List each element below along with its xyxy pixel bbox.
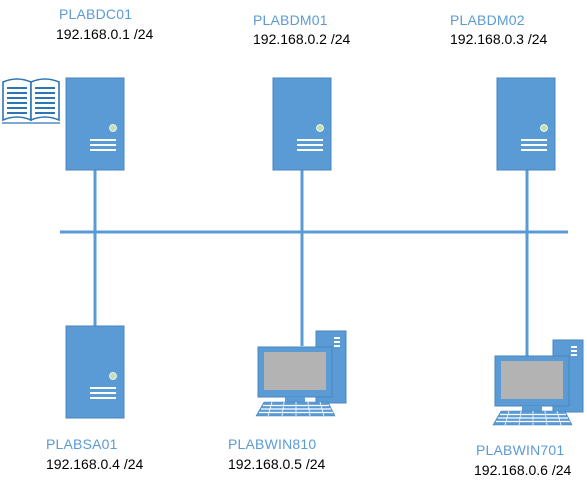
desktop-computer-icon	[492, 339, 584, 426]
ip-label: 192.168.0.4 /24	[46, 456, 144, 472]
hostname-label: PLABSA01	[46, 436, 118, 452]
server-tower-icon	[272, 77, 332, 171]
server-tower-icon	[65, 77, 125, 171]
open-book-icon	[2, 78, 60, 124]
hostname-label: PLABWIN701	[476, 442, 565, 458]
hostname-label: PLABDM01	[253, 12, 328, 28]
ip-label: 192.168.0.2 /24	[253, 31, 351, 47]
ip-label: 192.168.0.6 /24	[474, 462, 572, 478]
ip-label: 192.168.0.5 /24	[228, 456, 326, 472]
ip-label: 192.168.0.3 /24	[450, 31, 548, 47]
ip-label: 192.168.0.1 /24	[56, 26, 154, 42]
server-tower-icon	[496, 77, 556, 171]
hostname-label: PLABDC01	[59, 6, 133, 22]
server-tower-icon	[65, 325, 125, 419]
hostname-label: PLABDM02	[450, 12, 525, 28]
hostname-label: PLABWIN810	[228, 436, 317, 452]
